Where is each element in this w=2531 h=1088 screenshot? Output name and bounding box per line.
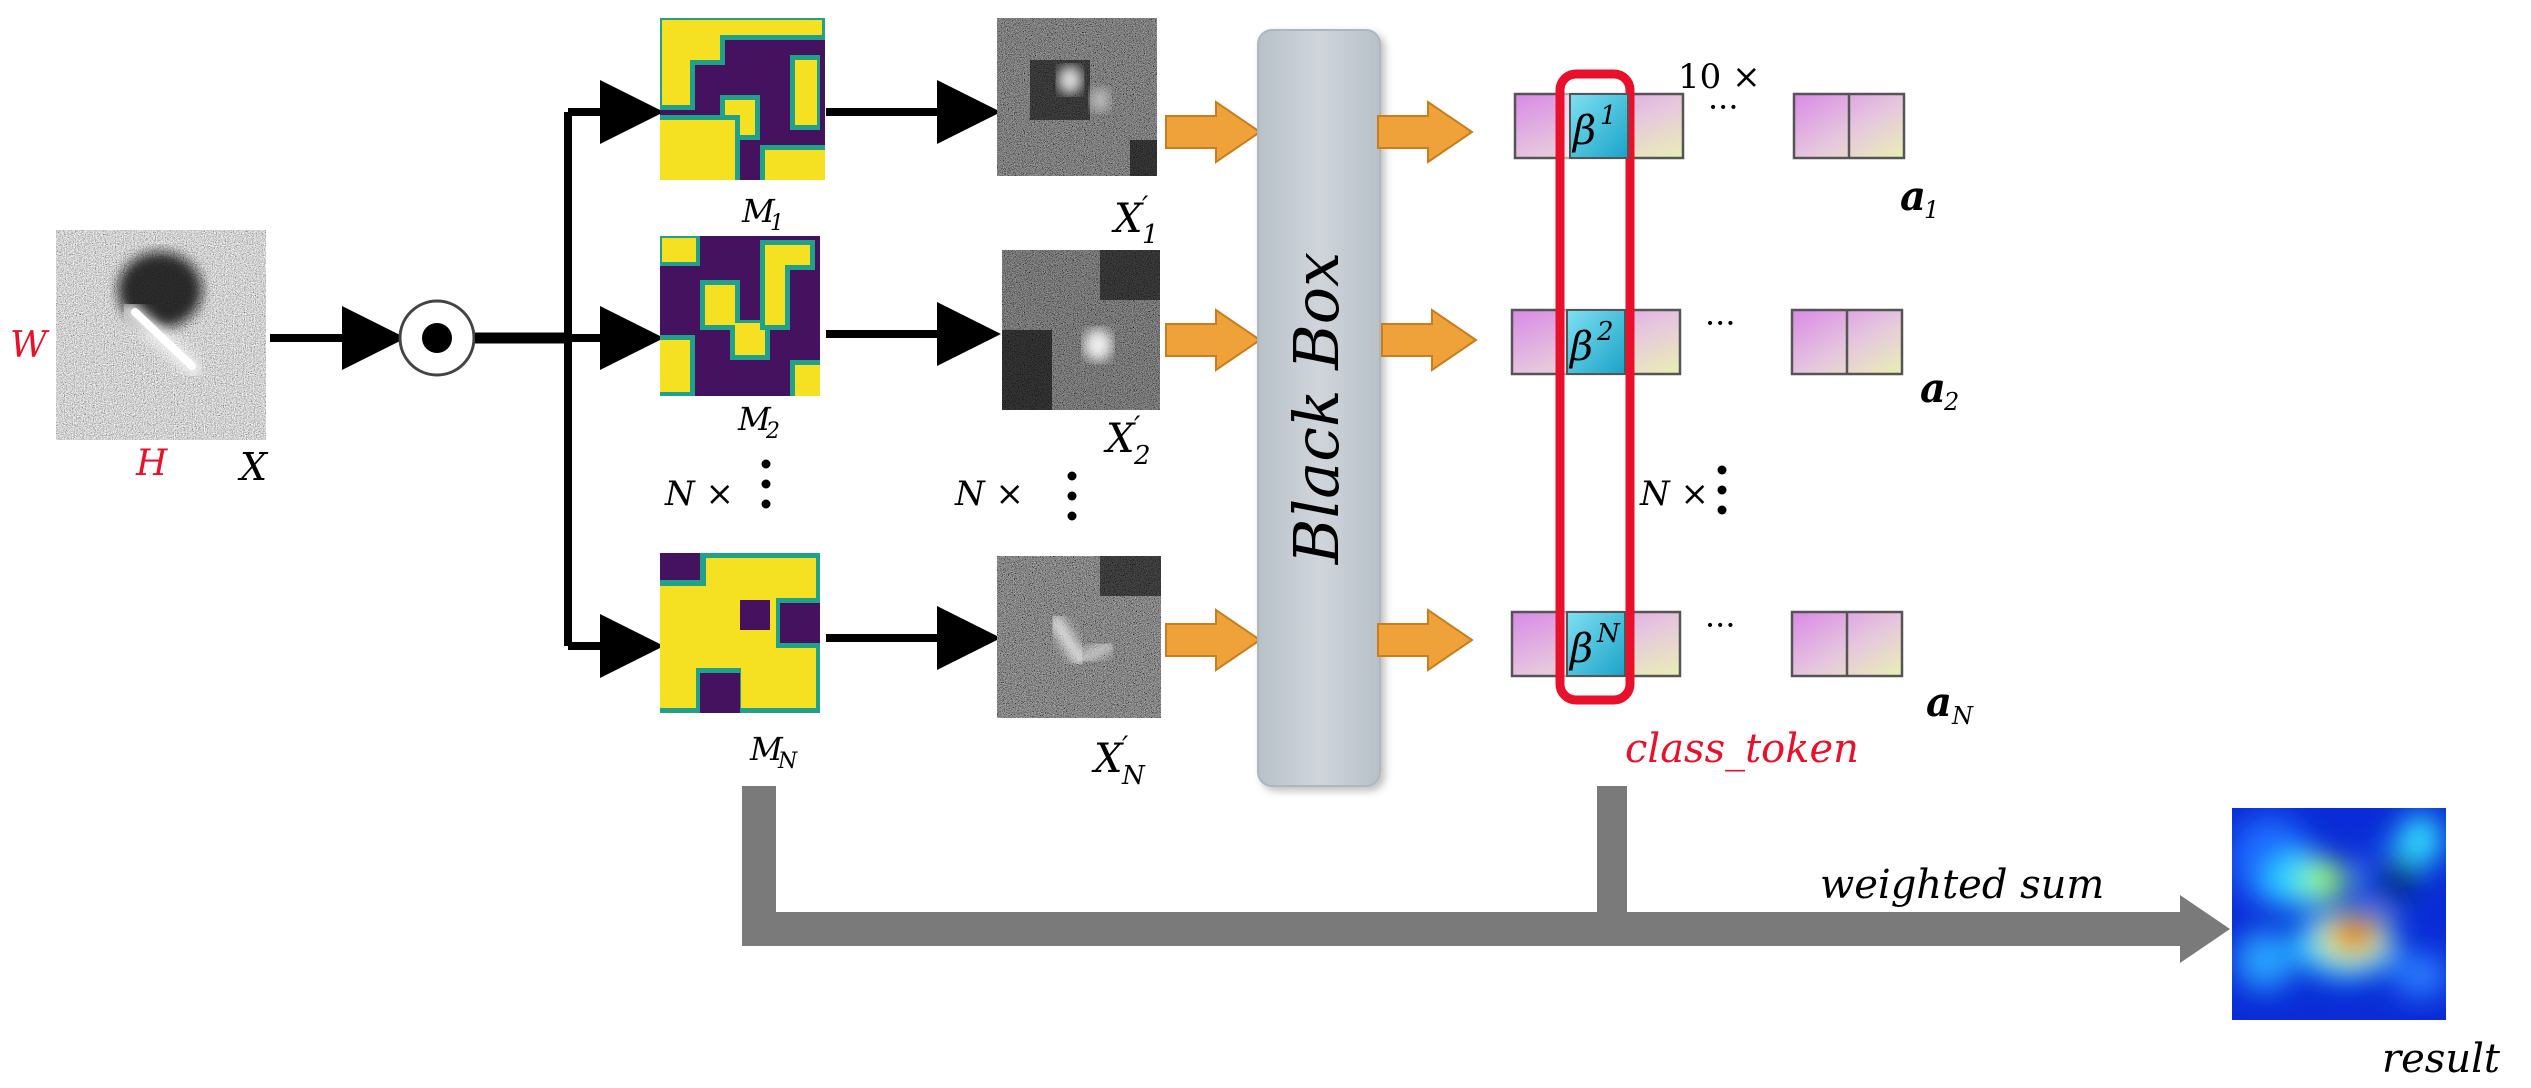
orange-arrow-in-1 bbox=[1165, 100, 1262, 164]
orange-arrows-out bbox=[1377, 100, 1478, 672]
masked-label-2-sub: 2 bbox=[1133, 441, 1151, 471]
result-heatmap bbox=[2232, 808, 2446, 1020]
mask-label-1-base: M bbox=[741, 192, 776, 230]
token-repeat-n-label: N × bbox=[1639, 474, 1709, 514]
class-token-cell-1-base: β bbox=[1571, 108, 1596, 154]
class-token-highlight bbox=[1555, 69, 1635, 705]
masked-repeat-label: N × bbox=[954, 474, 1024, 514]
orange-arrow-out-n bbox=[1377, 608, 1474, 672]
masked-label-n-sub: N bbox=[1121, 761, 1146, 791]
output-label-n-sub: N bbox=[1951, 702, 1974, 730]
masked-label-1-prime: ′ bbox=[1142, 190, 1149, 223]
class-token-cell-2-base: β bbox=[1568, 324, 1593, 370]
weighted-sum-pipes bbox=[742, 786, 2230, 963]
mask-label-2-sub: 2 bbox=[765, 419, 780, 444]
class-token-cell-1 bbox=[1569, 93, 1629, 159]
class-token-cell-2-sup: 2 bbox=[1596, 317, 1614, 347]
mask-label-n-sub: N bbox=[777, 749, 798, 774]
class-token-label: class_token bbox=[1625, 726, 1859, 772]
output-label-2: a 2 bbox=[1920, 365, 1959, 416]
mask-label-1-sub: 1 bbox=[770, 211, 784, 236]
input-width-label: W bbox=[10, 325, 50, 366]
masked-vertical-ellipsis bbox=[1067, 471, 1077, 521]
masked-label-n-base: X bbox=[1091, 736, 1124, 782]
mask-label-2: M 2 bbox=[737, 400, 780, 444]
output-label-n-base: a bbox=[1926, 679, 1952, 726]
mask-label-n: M N bbox=[749, 730, 798, 774]
mask-label-2-base: M bbox=[737, 400, 772, 438]
orange-arrow-out-1 bbox=[1377, 100, 1474, 164]
class-token-cell-1-sup: 1 bbox=[1600, 101, 1617, 131]
token-vertical-ellipsis bbox=[1717, 465, 1727, 515]
result-label: result bbox=[2382, 1036, 2501, 1082]
masked-image-2 bbox=[1002, 250, 1160, 410]
class-token-cell-n-sup: N bbox=[1596, 619, 1621, 649]
mask-label-1: M 1 bbox=[741, 192, 784, 236]
masked-image-1 bbox=[997, 18, 1157, 176]
output-token-n bbox=[1790, 610, 1904, 678]
token-repeat-label: 10 × bbox=[1678, 57, 1761, 97]
masked-label-2-prime: ′ bbox=[1134, 410, 1141, 443]
mask-image-n bbox=[660, 553, 820, 713]
masked-label-1: X ′ 1 bbox=[1111, 190, 1159, 250]
masked-label-2: X ′ 2 bbox=[1103, 410, 1151, 471]
output-label-1-sub: 1 bbox=[1924, 196, 1939, 224]
orange-arrow-in-2 bbox=[1165, 308, 1262, 372]
output-token-1 bbox=[1792, 92, 1906, 160]
mask-vertical-ellipsis bbox=[761, 459, 771, 509]
output-label-n: a N bbox=[1926, 679, 1974, 730]
input-label: X bbox=[237, 445, 269, 489]
masked-label-n: X ′ N bbox=[1091, 730, 1146, 791]
output-label-2-base: a bbox=[1920, 365, 1946, 412]
orange-arrows-in bbox=[1165, 100, 1262, 672]
class-token-cell-n bbox=[1566, 611, 1626, 677]
input-height-label: H bbox=[135, 443, 168, 484]
output-label-1: a 1 bbox=[1900, 173, 1939, 224]
mask-image-1 bbox=[660, 18, 825, 180]
black-box: Black Box bbox=[1257, 29, 1381, 787]
masked-label-1-base: X bbox=[1111, 196, 1144, 242]
masked-label-1-sub: 1 bbox=[1142, 220, 1159, 250]
ellipsis-2: ··· bbox=[1705, 304, 1736, 342]
ellipsis-n: ··· bbox=[1705, 606, 1736, 644]
masked-label-2-base: X bbox=[1103, 416, 1136, 462]
ellipsis-1: ··· bbox=[1708, 88, 1739, 126]
orange-arrow-in-n bbox=[1165, 608, 1262, 672]
output-token-2 bbox=[1790, 308, 1904, 376]
masked-label-n-prime: ′ bbox=[1122, 730, 1129, 763]
weighted-sum-label: weighted sum bbox=[1820, 862, 2104, 908]
class-token-cell-2 bbox=[1566, 309, 1626, 375]
output-label-1-base: a bbox=[1900, 173, 1926, 220]
elementwise-product-operator bbox=[398, 299, 476, 377]
class-token-cell-n-base: β bbox=[1568, 626, 1593, 672]
black-box-label: Black Box bbox=[1280, 252, 1353, 565]
mask-repeat-label: N × bbox=[664, 474, 734, 514]
mask-image-2 bbox=[660, 236, 820, 396]
output-label-2-sub: 2 bbox=[1943, 388, 1959, 416]
input-image bbox=[56, 230, 266, 440]
orange-arrow-out-2 bbox=[1381, 308, 1478, 372]
masked-image-n bbox=[997, 556, 1161, 718]
mask-label-n-base: M bbox=[749, 730, 784, 768]
